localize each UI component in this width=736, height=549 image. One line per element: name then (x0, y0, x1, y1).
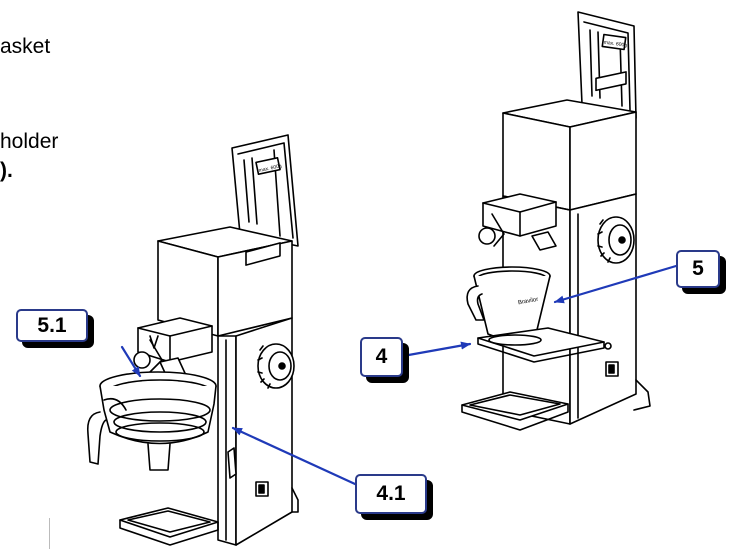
right-holder-shelf (477, 327, 612, 363)
right-container: Bravilor (466, 266, 551, 340)
callout-arrows (120, 264, 678, 486)
arrow-5-1 (120, 345, 142, 378)
callout-5-1-label: 5.1 (16, 309, 88, 342)
callout-4-label: 4 (360, 337, 403, 377)
callout-4-1-label: 4.1 (355, 474, 427, 514)
container-logo: Bravilor (518, 297, 539, 306)
left-grinder: max. 600g (86, 134, 299, 546)
text-fragment-closing: ). (0, 159, 13, 182)
arrow-5 (553, 264, 678, 304)
margin-line (49, 518, 50, 549)
right-grinder: max. 600g (461, 11, 651, 431)
left-lid: max. 600g (231, 134, 299, 247)
right-dial (597, 216, 635, 264)
arrow-4 (401, 341, 472, 358)
callout-5-label: 5 (676, 250, 720, 288)
text-fragment-basket: asket (0, 35, 51, 58)
left-filter-basket (86, 371, 217, 471)
text-fragment-holder: holder (0, 130, 59, 153)
right-lid-label: max. 600g (603, 40, 627, 49)
right-lid: max. 600g (577, 11, 637, 119)
left-lid-label: max. 600g (258, 163, 282, 174)
left-dial (257, 343, 295, 389)
arrow-4-1 (231, 426, 357, 486)
